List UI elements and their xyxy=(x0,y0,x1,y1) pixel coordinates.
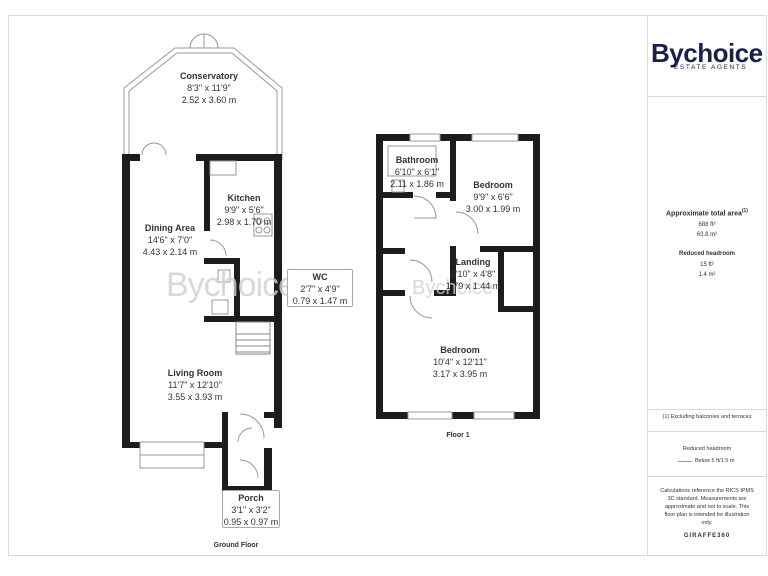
watermark-ground: Bychoice xyxy=(166,266,297,304)
reduced-headroom-title: Reduced headroom xyxy=(678,251,735,257)
room-label-conservatory: Conservatory 8'3" x 11'9" 2.52 x 3.60 m xyxy=(179,71,239,105)
room-label-bathroom: Bathroom 6'10" x 6'1" 2.11 x 1.86 m xyxy=(390,155,444,189)
area-footnote: (1) Excluding balconies and terraces xyxy=(662,414,752,420)
room-label-bedroom-main: Bedroom 10'4" x 12'11" 3.17 x 3.95 m xyxy=(432,345,488,379)
legend-title: Reduced headroom xyxy=(682,446,732,452)
plan-frame xyxy=(8,15,767,556)
room-label-bedroom-small: Bedroom 9'9" x 6'6" 3.00 x 1.99 m xyxy=(465,180,521,214)
brand-tagline: ESTATE AGENTS xyxy=(674,64,748,71)
room-label-porch: Porch 3'1" x 3'2" 0.95 x 0.97 m xyxy=(222,490,280,528)
disclaimer: Calculations reference the RICS IPMS 3C … xyxy=(660,488,754,526)
room-label-kitchen: Kitchen 9'9" x 5'6" 2.98 x 1.70 m xyxy=(216,193,272,227)
brand-logo: Bychoice xyxy=(651,38,763,68)
ground-floor-walls xyxy=(122,154,282,492)
floor1-walls xyxy=(376,134,540,419)
room-label-dining-area: Dining Area 14'6" x 7'0" 4.43 x 2.14 m xyxy=(142,223,198,257)
giraffe360-logo: GIRAFFE360 xyxy=(683,533,731,539)
legend-swatch xyxy=(678,461,692,462)
floor-label-ground: Ground Floor xyxy=(213,542,259,549)
info-sidebar xyxy=(647,15,767,556)
sidebar-divider xyxy=(647,431,767,432)
room-label-living-room: Living Room 11'7" x 12'10" 3.55 x 3.93 m xyxy=(167,368,223,402)
floor-label-floor1: Floor 1 xyxy=(446,432,470,439)
area-total-m: 63.8 m² xyxy=(696,232,718,238)
area-total-ft: 688 ft² xyxy=(698,222,716,228)
reduced-ft: 15 ft² xyxy=(700,262,714,268)
reduced-m: 1.4 m² xyxy=(698,272,716,278)
room-label-wc: WC 2'7" x 4'9" 0.79 x 1.47 m xyxy=(287,269,353,307)
legend-item: Below 5 ft/1.5 m xyxy=(695,458,735,464)
area-title: Approximate total area(1) xyxy=(666,208,748,218)
sidebar-divider xyxy=(647,96,767,97)
sidebar-divider xyxy=(647,476,767,477)
room-label-landing: Landing 5'10" x 4'8" 1.79 x 1.44 m xyxy=(445,257,501,291)
sidebar-divider xyxy=(647,409,767,410)
watermark-floor1: Bychoice xyxy=(412,277,494,299)
